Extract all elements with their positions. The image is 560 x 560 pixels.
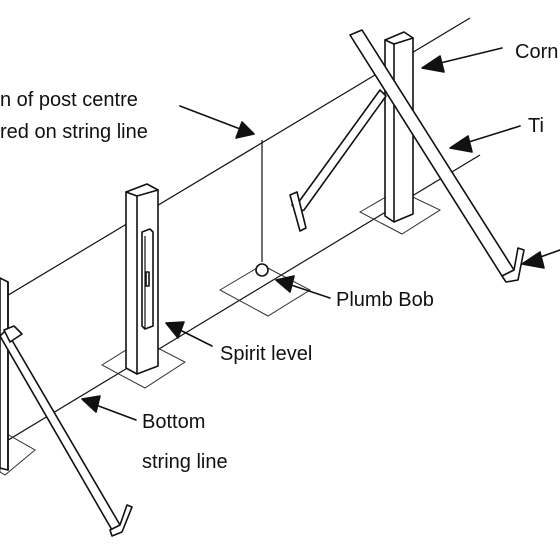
left-post [0,277,9,471]
left-brace [0,325,133,537]
arrow-corner-post [421,47,503,73]
arrow-post-centre [179,105,255,139]
plumb-bob [255,140,269,277]
label-tie: Ti [528,115,544,137]
spirit-level-tool [141,228,154,330]
arrow-bottom-string-line [81,395,137,421]
label-post-centre-line1: n of post centre [0,89,138,111]
label-plumb-bob: Plumb Bob [336,289,434,311]
label-corner-post: Corn [515,41,558,63]
corner-main-brace [349,29,525,283]
arrow-plumb-bob [275,275,331,299]
corner-rear-brace [289,89,387,232]
ground-pad-plumb-bob [218,264,312,317]
label-bottom-line1: Bottom [142,411,205,433]
ground-pad-left [0,429,36,476]
label-post-centre-line2: red on string line [0,121,148,143]
arrow-brace-end [521,249,560,269]
arrow-tie [449,125,521,153]
label-bottom-line2: string line [142,451,228,473]
arrow-spirit-level [165,321,213,347]
label-spirit-level: Spirit level [220,343,312,365]
